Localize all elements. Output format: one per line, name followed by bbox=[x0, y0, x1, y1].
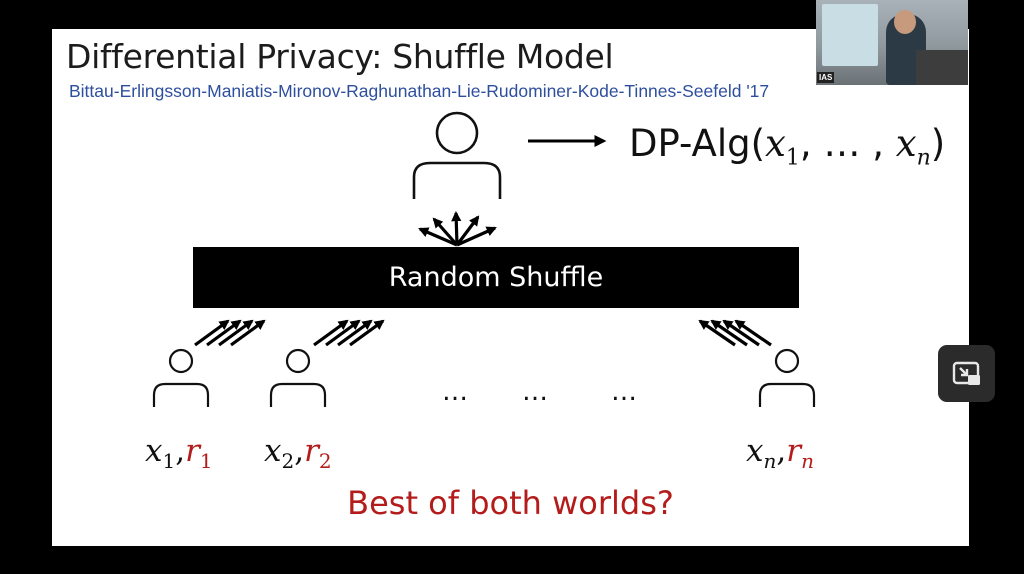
dp-alg-arg-n: x bbox=[895, 122, 917, 165]
dp-alg-sub-n: n bbox=[916, 145, 931, 171]
input-arrows-1-icon bbox=[194, 319, 266, 347]
user-n-icon bbox=[758, 348, 816, 407]
whiteboard bbox=[822, 4, 878, 66]
dp-alg-prefix: DP-Alg( bbox=[629, 122, 766, 165]
analyzer-user-icon bbox=[412, 111, 502, 199]
slide-question: Best of both worlds? bbox=[347, 484, 674, 522]
podium bbox=[916, 50, 968, 85]
user-n-r: r bbox=[786, 433, 802, 469]
user-1-r-sub: 1 bbox=[199, 449, 213, 474]
user-n-comma: , bbox=[776, 433, 787, 469]
shuffle-label: Random Shuffle bbox=[388, 262, 604, 293]
input-arrows-n-icon bbox=[698, 319, 772, 347]
picture-in-picture-button[interactable] bbox=[938, 345, 995, 402]
user-n-x: x bbox=[746, 433, 764, 469]
ellipsis-1: … bbox=[442, 377, 468, 407]
user-2-comma: , bbox=[294, 433, 305, 469]
user-2-icon bbox=[269, 348, 327, 407]
user-2-label: x2,r2 bbox=[264, 433, 332, 473]
ellipsis-3: … bbox=[611, 377, 637, 407]
user-1-comma: , bbox=[175, 433, 186, 469]
user-1-x-sub: 1 bbox=[162, 449, 176, 474]
picture-in-picture-icon bbox=[952, 361, 980, 385]
user-1-x: x bbox=[145, 433, 163, 469]
user-2-r-sub: 2 bbox=[318, 449, 332, 474]
dp-alg-output: DP-Alg(x1, … , xn) bbox=[629, 122, 945, 170]
dp-alg-sep: , … , bbox=[799, 122, 896, 165]
slide-title: Differential Privacy: Shuffle Model bbox=[66, 37, 614, 76]
user-n-x-sub: n bbox=[763, 449, 777, 474]
user-2-x: x bbox=[264, 433, 282, 469]
dp-alg-sub-1: 1 bbox=[785, 145, 800, 171]
user-n-r-sub: n bbox=[801, 449, 814, 474]
user-2-x-sub: 2 bbox=[281, 449, 295, 474]
shuffle-diagram bbox=[152, 111, 816, 407]
speaker-webcam[interactable]: IAS bbox=[816, 0, 968, 85]
speaker-head bbox=[894, 10, 916, 34]
user-1-icon bbox=[152, 348, 210, 407]
random-shuffle-bar: Random Shuffle bbox=[193, 247, 799, 308]
user-1-label: x1,r1 bbox=[145, 433, 213, 473]
dp-alg-suffix: ) bbox=[930, 122, 946, 165]
user-1-r: r bbox=[185, 433, 200, 469]
webcam-badge: IAS bbox=[817, 72, 835, 83]
fan-arrows-icon bbox=[418, 210, 497, 247]
ellipsis-2: … bbox=[522, 377, 548, 407]
slide-authors: Bittau-Erlingsson-Maniatis-Mironov-Raghu… bbox=[69, 81, 770, 101]
user-n-label: xn,rn bbox=[746, 433, 814, 473]
user-2-r: r bbox=[304, 433, 319, 469]
input-arrows-2-icon bbox=[313, 319, 385, 347]
dp-alg-arg-1: x bbox=[765, 122, 786, 165]
slide: Differential Privacy: Shuffle Model Bitt… bbox=[52, 29, 969, 546]
